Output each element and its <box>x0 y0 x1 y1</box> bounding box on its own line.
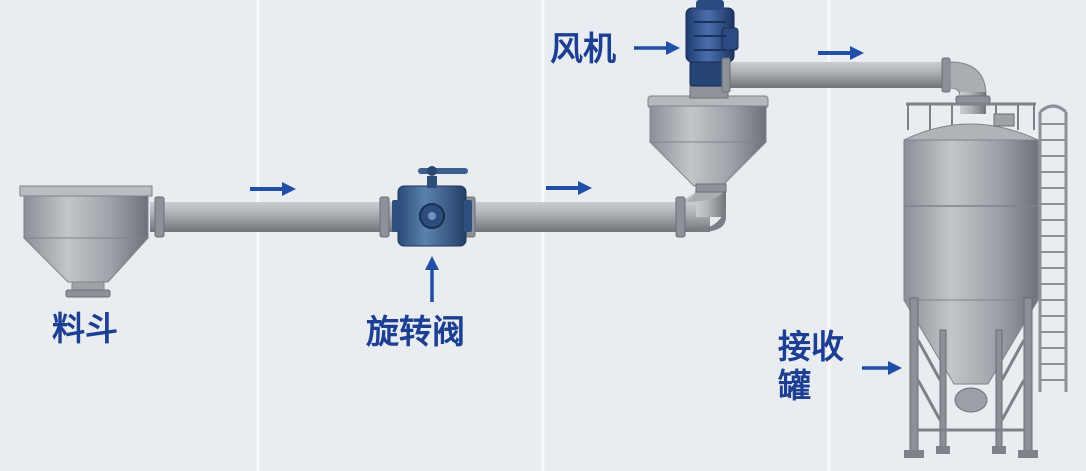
blower-motor <box>685 0 739 87</box>
ladder-rungs <box>1040 123 1066 381</box>
receiving-tank <box>903 102 1068 458</box>
receiving-tank-label-line2: 罐 <box>778 365 811 405</box>
hopper <box>19 185 153 298</box>
pointer-arrow-icon <box>862 361 902 375</box>
cyclone-separator <box>647 83 769 193</box>
blower-label: 风机 <box>550 29 616 68</box>
flow-arrow-icon <box>546 181 592 195</box>
rotary-valve-label: 旋转阀 <box>366 312 465 351</box>
rotary-valve <box>392 166 472 247</box>
pointer-arrow-icon <box>634 41 680 55</box>
receiving-tank-label: 接收 罐 <box>778 327 858 406</box>
flow-arrow-icon <box>250 182 296 196</box>
pointer-arrow-icon <box>425 256 439 302</box>
receiving-tank-label-line1: 接收 <box>778 327 844 366</box>
hopper-label: 料斗 <box>52 309 118 348</box>
discharge-pipe <box>721 57 991 114</box>
flow-arrow-icon <box>818 46 864 60</box>
